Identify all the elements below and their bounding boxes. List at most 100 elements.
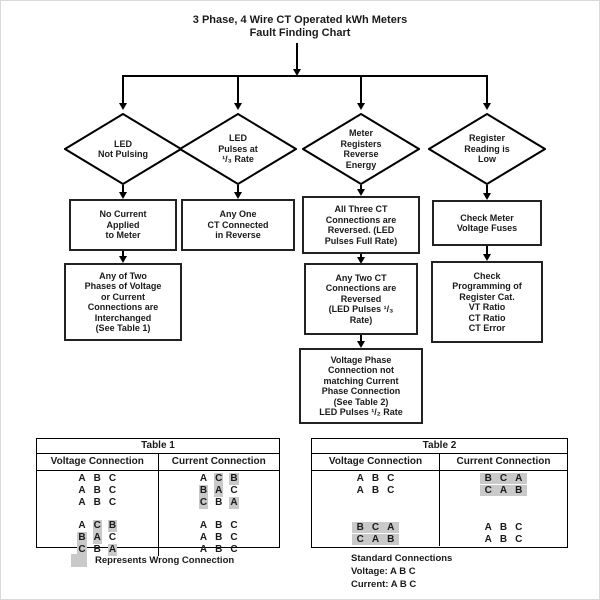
step-no-current-applied: No Current Applied to Meter <box>69 199 177 251</box>
decision-label: LED Not Pulsing <box>98 138 148 160</box>
phase-letter: B <box>499 534 508 545</box>
decision-label: Register Reading is Low <box>464 133 510 165</box>
arrowhead-b1-b2-col1 <box>119 256 127 263</box>
phase-letter: C <box>77 544 87 556</box>
table-2-header: Voltage Connection Current Connection <box>312 454 567 471</box>
phase-letter: C <box>198 497 209 509</box>
step-any-two-ct-reversed: Any Two CT Connections are Reversed (LED… <box>304 263 418 335</box>
phase-letter: B <box>515 485 523 496</box>
connector-branch-4 <box>486 77 488 103</box>
phase-letter: C <box>515 522 523 533</box>
phase-letter: B <box>387 534 395 545</box>
connector-b1-b2-col1 <box>122 251 124 257</box>
phase-letter: A <box>78 485 86 496</box>
connector-branch-1 <box>122 77 124 103</box>
phase-letter: A <box>356 473 364 484</box>
phase-letter: C <box>356 534 364 545</box>
phase-letter: C <box>515 534 523 545</box>
connector-d2-b1 <box>237 185 239 193</box>
arrowhead-d3-b1 <box>357 189 365 196</box>
arrowhead-d4-b1 <box>483 193 491 200</box>
phase-letter: B <box>107 520 118 532</box>
table-2-title: Table 2 <box>312 439 567 454</box>
arrowhead-b1-b2-col4 <box>483 254 491 261</box>
phase-letter: C <box>499 473 508 484</box>
current-connection-header: Current Connection <box>456 456 551 467</box>
phase-letter: C <box>387 473 395 484</box>
phase-letter: A <box>199 544 208 555</box>
voltage-connection-header: Voltage Connection <box>37 454 159 470</box>
phase-letter: C <box>230 520 238 531</box>
phase-letter: A <box>499 485 508 496</box>
step-check-programming: Check Programming of Register Cat. VT Ra… <box>431 261 543 343</box>
step-all-three-ct-reversed: All Three CT Connections are Reversed. (… <box>302 196 420 254</box>
phase-letter: A <box>199 520 208 531</box>
decision-register-reading-low: Register Reading is Low <box>428 113 546 185</box>
decision-label: Meter Registers Reverse Energy <box>340 128 382 170</box>
table-1-title: Table 1 <box>37 439 279 454</box>
step-check-meter-voltage-fuses: Check Meter Voltage Fuses <box>432 200 542 246</box>
phase-letter: A <box>78 473 86 484</box>
decision-label: LED Pulses at ¹/₃ Rate <box>218 133 258 165</box>
arrowhead-d1-b1 <box>119 192 127 199</box>
phase-letter: B <box>215 497 223 508</box>
standard-connections-note: Standard Connections Voltage: A B C Curr… <box>351 553 453 590</box>
legend-label: Represents Wrong Connection <box>95 555 235 566</box>
connector-b1-b2-col3 <box>360 254 362 258</box>
phase-letter: B <box>371 485 380 496</box>
phase-letter: B <box>198 485 209 497</box>
chart-title: 3 Phase, 4 Wire CT Operated kWh Meters F… <box>192 14 408 39</box>
arrowhead-branch-4 <box>483 103 491 110</box>
arrowhead-branch-1 <box>119 103 127 110</box>
phase-letter: B <box>93 544 101 555</box>
phase-letter: C <box>230 532 238 543</box>
phase-letter: B <box>229 473 239 485</box>
phase-letter: B <box>499 522 508 533</box>
arrowhead-b1-b2-col3 <box>357 257 365 264</box>
step-voltage-phase-mismatch: Voltage Phase Connection not matching Cu… <box>299 348 423 424</box>
arrowhead-b2-b3-col3 <box>357 341 365 348</box>
wrong-connection-swatch <box>71 554 87 567</box>
phase-letter: C <box>108 473 117 484</box>
phase-letter: A <box>515 473 523 484</box>
legend-wrong-connection: Represents Wrong Connection <box>71 554 234 567</box>
phase-letter: A <box>229 497 239 509</box>
decision-meter-registers-reverse: Meter Registers Reverse Energy <box>302 113 420 185</box>
phase-letter: A <box>199 473 208 484</box>
phase-letter: C <box>484 485 492 496</box>
table-1-header: Voltage Connection Current Connection <box>37 454 279 471</box>
connector-branch-2 <box>237 77 239 103</box>
phase-letter: A <box>78 520 86 531</box>
